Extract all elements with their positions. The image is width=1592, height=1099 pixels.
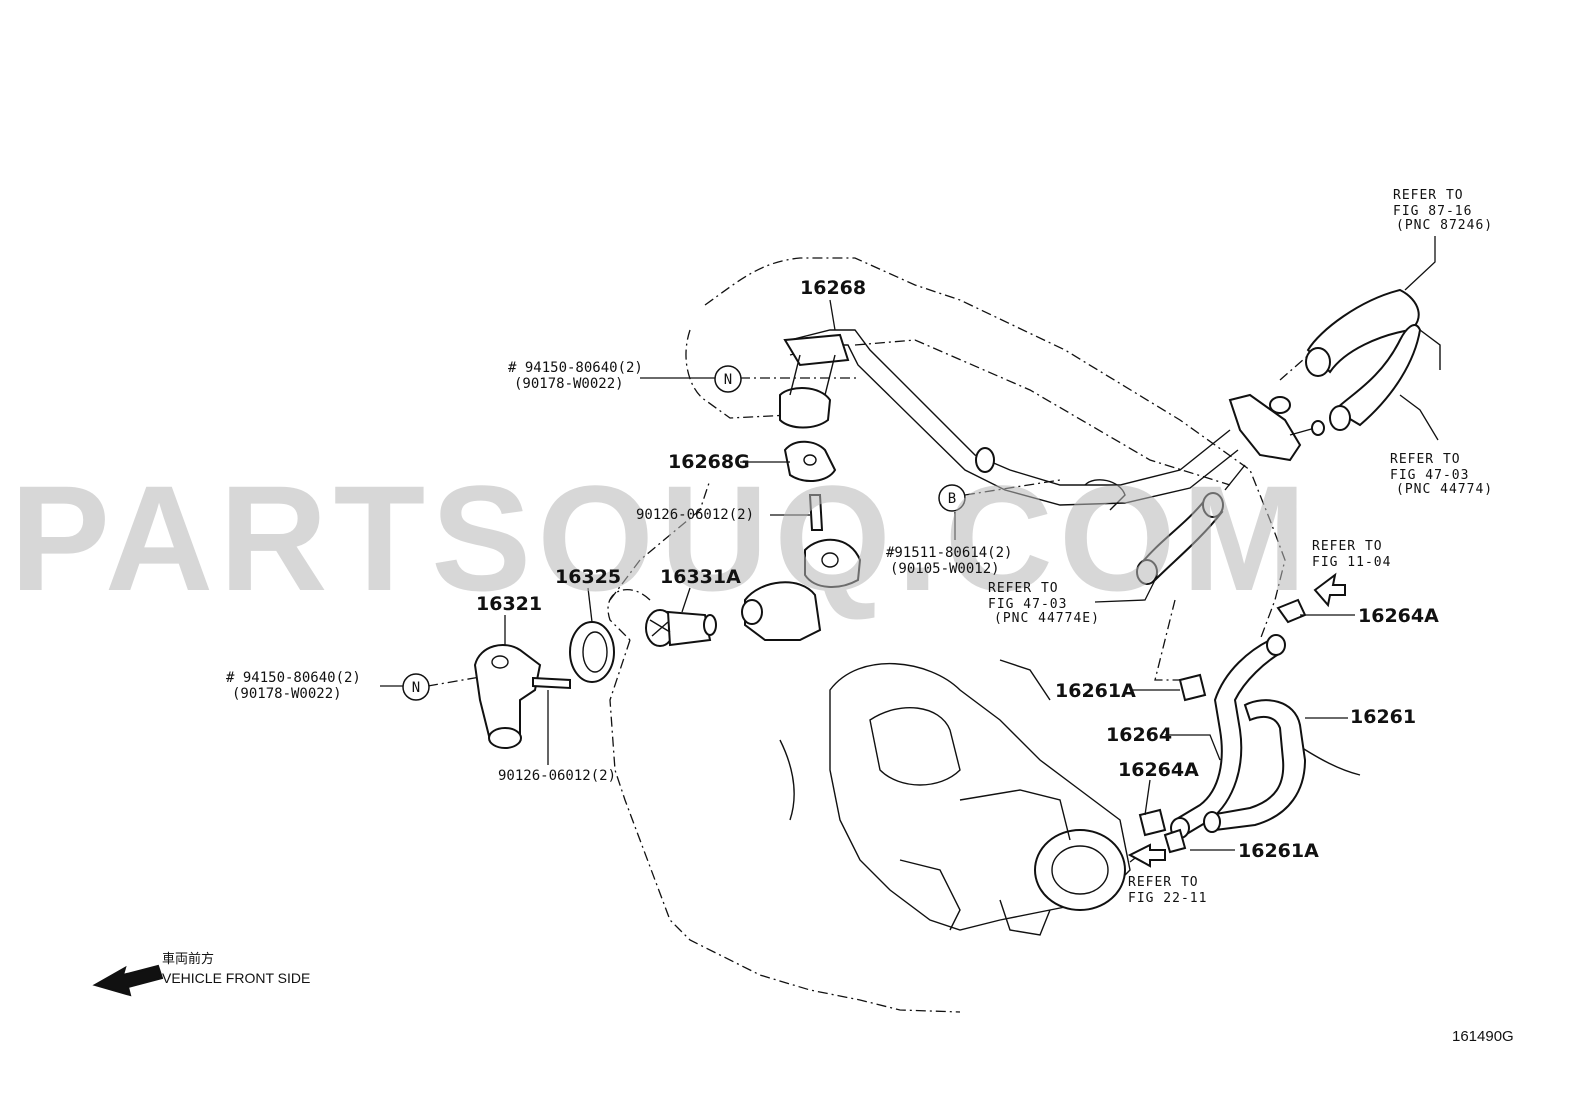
label-bolt-b-line2[interactable]: (90105-W0012) bbox=[890, 561, 1000, 577]
label-16268G[interactable]: 16268G bbox=[668, 451, 750, 473]
ref-87-16-line3[interactable]: (PNC 87246) bbox=[1396, 218, 1493, 233]
engine-outline bbox=[607, 257, 1321, 1013]
label-stud-top[interactable]: 90126-06012(2) bbox=[636, 507, 754, 523]
gasket-16325 bbox=[569, 621, 615, 683]
label-stud-bottom[interactable]: 90126-06012(2) bbox=[498, 768, 616, 784]
label-16321[interactable]: 16321 bbox=[476, 593, 542, 615]
front-side-arrow-icon bbox=[92, 964, 164, 997]
stud-bottom bbox=[532, 676, 571, 690]
circle-b bbox=[938, 484, 966, 512]
circle-b-label: B bbox=[948, 491, 956, 507]
label-bolt-top-line1[interactable]: # 94150-80640(2) bbox=[508, 360, 643, 376]
label-16325[interactable]: 16325 bbox=[555, 566, 621, 588]
heater-hoses-upper bbox=[1305, 288, 1441, 431]
water-inlet-16321 bbox=[473, 644, 542, 749]
figure-code: 161490G bbox=[1452, 1028, 1514, 1045]
ref-47-03-b-line1[interactable]: REFER TO bbox=[988, 581, 1059, 596]
circle-marks: N B N bbox=[402, 365, 966, 701]
label-16264[interactable]: 16264 bbox=[1106, 724, 1172, 746]
label-16261A-bottom[interactable]: 16261A bbox=[1238, 840, 1319, 862]
hose-16261 bbox=[1203, 699, 1307, 833]
thermostat-16331A bbox=[645, 609, 717, 647]
label-bolt-left-line2[interactable]: (90178-W0022) bbox=[232, 686, 342, 702]
watermark: PARTSOUQ.COM bbox=[10, 454, 1313, 622]
label-bolt-b-line1[interactable]: #91511-80614(2) bbox=[886, 545, 1012, 561]
label-16264A-top[interactable]: 16264A bbox=[1358, 605, 1439, 627]
circle-n-left bbox=[402, 673, 430, 701]
bypass-pipe-16268 bbox=[779, 329, 1325, 511]
ref-87-16-line1[interactable]: REFER TO bbox=[1393, 188, 1464, 203]
label-16331A[interactable]: 16331A bbox=[660, 566, 741, 588]
ref-47-03-a-line3[interactable]: (PNC 44774) bbox=[1396, 482, 1493, 497]
front-side-japanese: 車両前方 bbox=[162, 951, 214, 967]
ref-11-04-line1[interactable]: REFER TO bbox=[1312, 539, 1383, 554]
engine-block bbox=[779, 659, 1361, 936]
ref-47-03-b-line3[interactable]: (PNC 44774E) bbox=[994, 611, 1100, 626]
part-labels: 16268 16268G 16325 16331A 16321 16264A 1… bbox=[226, 277, 1439, 862]
hose-right-middle bbox=[1136, 492, 1224, 585]
ref-22-11-line1[interactable]: REFER TO bbox=[1128, 875, 1199, 890]
arrow-to-11-04 bbox=[1313, 572, 1346, 608]
ref-87-16-line2[interactable]: FIG 87-16 bbox=[1393, 204, 1472, 219]
label-16261A-mid[interactable]: 16261A bbox=[1055, 680, 1136, 702]
ref-22-11-line2[interactable]: FIG 22-11 bbox=[1128, 891, 1207, 906]
gasket-16268G bbox=[783, 440, 837, 482]
label-16261[interactable]: 16261 bbox=[1350, 706, 1416, 728]
ref-47-03-b-line2[interactable]: FIG 47-03 bbox=[988, 597, 1067, 612]
label-16264A-bottom[interactable]: 16264A bbox=[1118, 759, 1199, 781]
thermostat-housing bbox=[741, 538, 862, 641]
ref-47-03-a-line2[interactable]: FIG 47-03 bbox=[1390, 468, 1469, 483]
label-bolt-left-line1[interactable]: # 94150-80640(2) bbox=[226, 670, 361, 686]
label-16268[interactable]: 16268 bbox=[800, 277, 866, 299]
ref-47-03-a-line1[interactable]: REFER TO bbox=[1390, 452, 1461, 467]
hose-16264 bbox=[1170, 634, 1286, 839]
arrows bbox=[92, 572, 1346, 997]
label-bolt-top-line2[interactable]: (90178-W0022) bbox=[514, 376, 624, 392]
circle-n-left-label: N bbox=[412, 680, 420, 696]
arrow-to-22-11 bbox=[1127, 843, 1166, 868]
clamps bbox=[1138, 598, 1307, 854]
front-side-english: VEHICLE FRONT SIDE bbox=[162, 970, 310, 986]
circle-n-top bbox=[714, 365, 742, 393]
ref-11-04-line2[interactable]: FIG 11-04 bbox=[1312, 555, 1391, 570]
circle-n-top-label: N bbox=[724, 372, 732, 388]
stud-top bbox=[808, 494, 824, 531]
references: REFER TO FIG 87-16 (PNC 87246) REFER TO … bbox=[988, 188, 1493, 906]
